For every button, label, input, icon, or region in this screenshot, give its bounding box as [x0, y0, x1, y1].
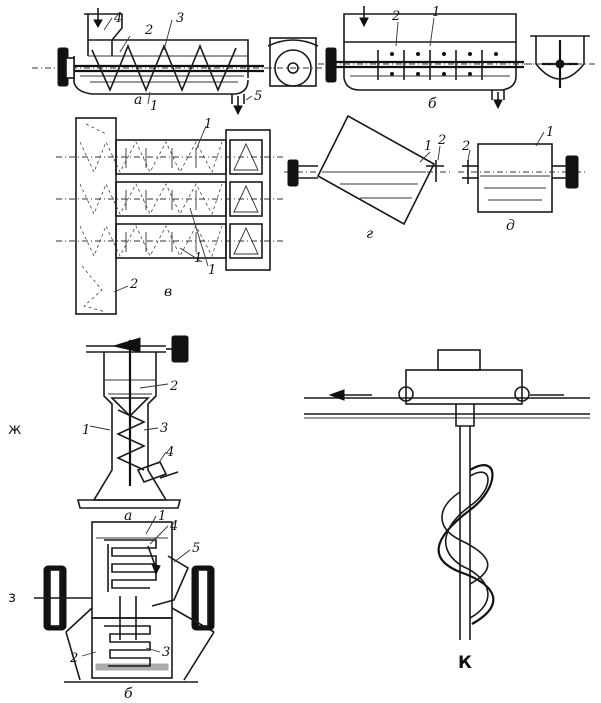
callout-z-5: 5: [192, 541, 200, 556]
group-label-z: з: [8, 588, 16, 606]
callout-a-4: 4: [113, 11, 122, 26]
label-k: К: [458, 653, 472, 673]
callout-a-5: 5: [254, 89, 262, 104]
figure-zh-vertical-mixer: ж 1 2 3 4 а: [8, 335, 189, 524]
callout-zh-1: 1: [82, 423, 90, 438]
callout-v-1-bot: 1: [208, 263, 216, 278]
label-z-b: б: [124, 686, 133, 702]
callout-zh-3: 3: [160, 421, 168, 436]
callout-g-1: 1: [424, 139, 432, 154]
callout-z-3: 3: [162, 645, 170, 660]
callout-v-1-mid: 1: [194, 251, 202, 266]
callout-d-1: 1: [546, 125, 554, 140]
callout-v-2: 2: [129, 277, 138, 292]
callout-zh-2: 2: [169, 379, 178, 394]
callout-b-2: 2: [391, 9, 400, 24]
callout-d-2: 2: [461, 139, 470, 154]
figure-b-paddle-mixer: 2 1 б: [318, 5, 596, 112]
figure-a-screw-mixer: 4 2 3 1 5 а: [32, 8, 322, 116]
figure-g-inclined-drum: 1 2 г: [284, 114, 450, 242]
label-a: а: [134, 92, 142, 108]
label-b: б: [428, 96, 437, 112]
label-v: в: [164, 284, 172, 300]
figure-v-multistage-mixer: 1 1 1 2 в: [56, 117, 286, 315]
label-zh-a: а: [124, 508, 132, 524]
figure-z-double-mixer: з 1 4 5: [8, 509, 215, 702]
callout-v-1-top: 1: [204, 117, 212, 132]
callout-b-1: 1: [432, 5, 440, 20]
callout-a-3: 3: [176, 11, 184, 26]
label-g: г: [366, 226, 373, 242]
group-label-zh: ж: [8, 420, 22, 438]
callout-a-2: 2: [144, 23, 153, 38]
figure-k-auger: К: [304, 349, 590, 673]
callout-z-4: 4: [169, 519, 178, 534]
callout-z-2: 2: [69, 651, 78, 666]
callout-a-1: 1: [150, 99, 158, 114]
figure-d-horizontal-drum: 1 2 д: [458, 125, 588, 234]
callout-z-1: 1: [158, 509, 166, 524]
callout-g-2: 2: [437, 133, 446, 148]
label-d: д: [506, 218, 515, 234]
callout-zh-4: 4: [165, 445, 174, 460]
